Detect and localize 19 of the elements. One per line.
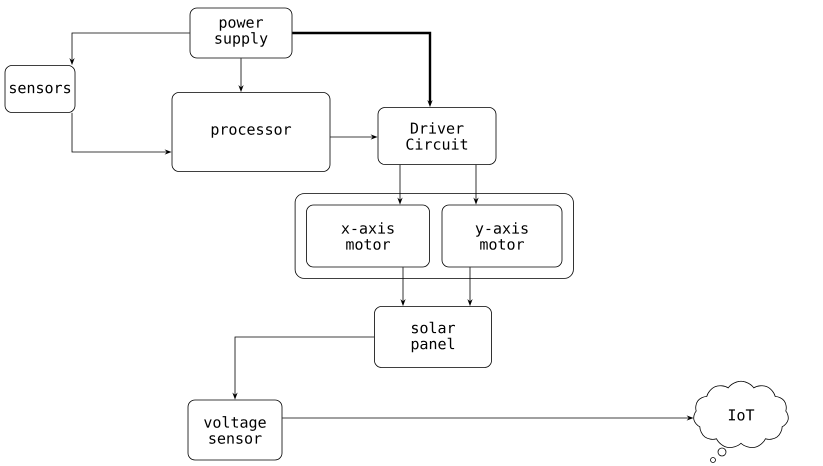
node-label: x-axis motor <box>341 222 394 250</box>
process-box <box>188 400 282 460</box>
process-box <box>190 8 292 58</box>
process-box <box>4 65 76 113</box>
node-label: solar panel <box>412 322 455 352</box>
node-label: power supply <box>215 19 268 47</box>
node-label: voltage sensor <box>204 416 266 444</box>
process-box <box>172 92 330 172</box>
node-label: y-axis motor <box>476 222 528 250</box>
node-label: processor <box>212 126 292 138</box>
node-label: Driver Circuit <box>406 122 468 150</box>
process-box <box>378 107 496 165</box>
group-box <box>294 193 574 279</box>
process-box <box>306 204 430 268</box>
node-label: sensors <box>10 84 70 94</box>
cloud <box>693 380 789 448</box>
process-box <box>374 306 492 368</box>
node-label: IoT <box>728 409 754 421</box>
process-box <box>442 204 562 268</box>
